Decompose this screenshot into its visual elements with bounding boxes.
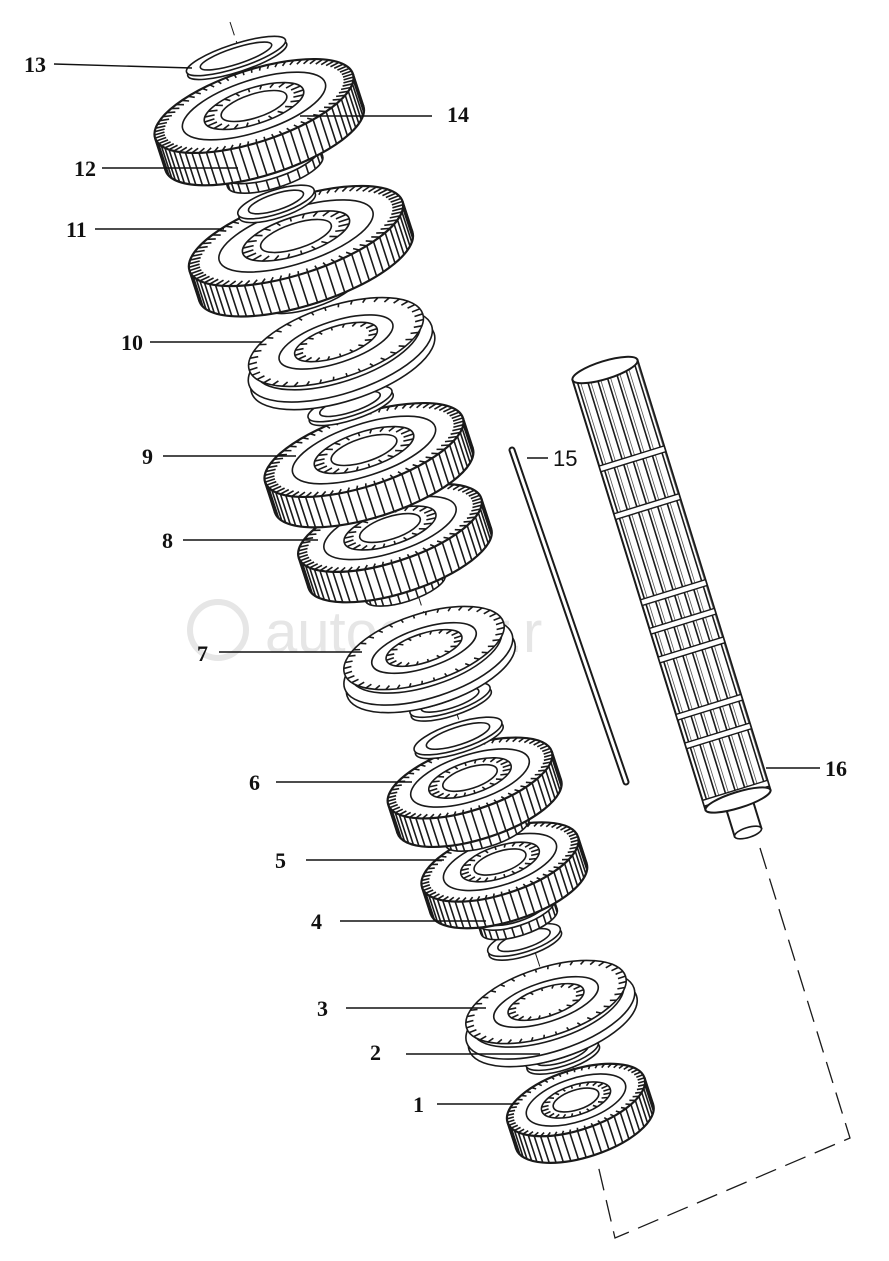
part-4-ring-a: [486, 922, 563, 961]
callouts-group: 13 14 12 11 10 9 8 7 6 5 4 3 2 1 15 16: [24, 52, 847, 1117]
callout-5: 5: [275, 848, 286, 873]
callout-2: 2: [370, 1040, 381, 1065]
part-9-gear: [263, 401, 475, 529]
callout-10: 10: [121, 330, 143, 355]
parts-group: [153, 35, 655, 1164]
part-8-gear: [296, 483, 493, 604]
callout-8: 8: [162, 528, 173, 553]
callout-9: 9: [142, 444, 153, 469]
callout-7: 7: [197, 641, 208, 666]
part-11-gear: [187, 184, 415, 318]
part-7-synchronizer: [342, 605, 517, 714]
callout-1: 1: [413, 1092, 424, 1117]
part-7-ring-b: [413, 716, 504, 760]
part-1-gear: [505, 1062, 655, 1164]
part-15-rod: [508, 446, 630, 786]
callout-15: 15: [553, 446, 577, 471]
callout-3: 3: [317, 996, 328, 1021]
part-13-washer: [185, 35, 288, 81]
callout-12: 12: [74, 156, 96, 181]
callout-16: 16: [825, 756, 847, 781]
callout-14: 14: [447, 102, 469, 127]
callout-6: 6: [249, 770, 260, 795]
assembly-bracket: [597, 847, 851, 1239]
callout-11: 11: [66, 217, 87, 242]
part-14-gear: [153, 57, 366, 187]
part-16-main-shaft: [571, 355, 772, 840]
part-6-gear: [386, 736, 563, 849]
callout-4: 4: [311, 909, 322, 934]
part-12-washer: [236, 184, 317, 224]
part-3-synchronizer: [464, 959, 639, 1068]
part-10-synchronizer: [247, 296, 436, 411]
callout-13: 13: [24, 52, 46, 77]
